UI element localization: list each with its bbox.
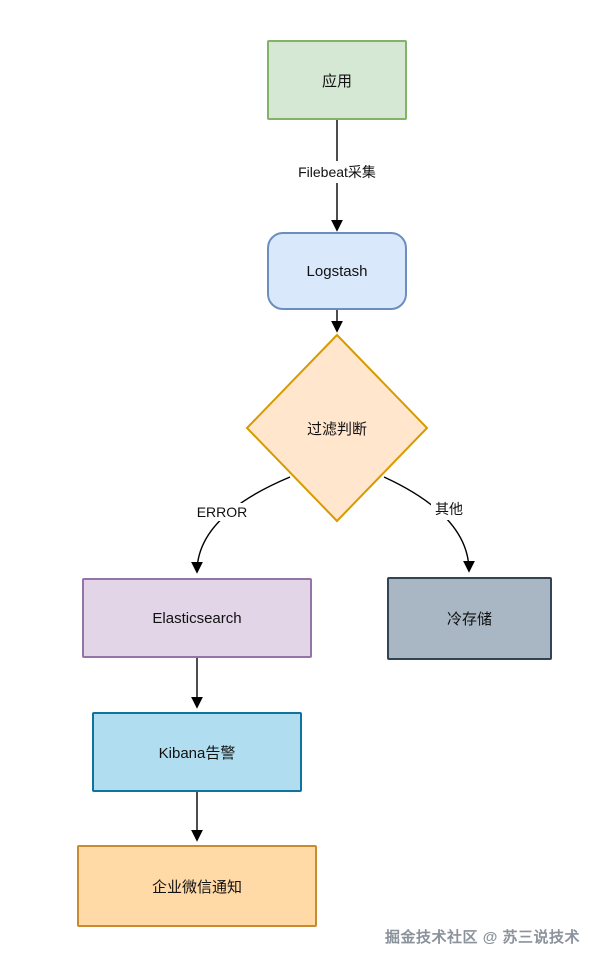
node-application-label: 应用 xyxy=(321,72,352,90)
node-elasticsearch-label: Elasticsearch xyxy=(152,609,242,627)
node-kibana-alert: Kibana告警 xyxy=(92,712,302,792)
node-filter-label: 过滤判断 xyxy=(306,420,367,438)
node-wechat-notify-label: 企业微信通知 xyxy=(151,878,242,896)
node-cold-storage-label: 冷存储 xyxy=(446,611,492,628)
node-cold-storage: 冷存储 xyxy=(387,577,552,660)
watermark-text: 掘金技术社区 @ 苏三说技术 xyxy=(385,929,580,946)
filter-diamond-shape xyxy=(245,333,429,523)
edge-label-other: 其他 xyxy=(431,498,467,520)
node-application: 应用 xyxy=(267,40,407,120)
node-elasticsearch: Elasticsearch xyxy=(82,578,312,658)
node-kibana-alert-label: Kibana告警 xyxy=(158,744,236,762)
node-logstash: Logstash xyxy=(267,232,407,310)
edge-label-filebeat: Filebeat采集 xyxy=(294,161,380,183)
node-logstash-label: Logstash xyxy=(306,262,368,280)
node-wechat-notify: 企业微信通知 xyxy=(77,845,317,927)
edge-label-error: ERROR xyxy=(192,503,252,521)
node-filter-decision: 过滤判断 xyxy=(245,333,429,523)
